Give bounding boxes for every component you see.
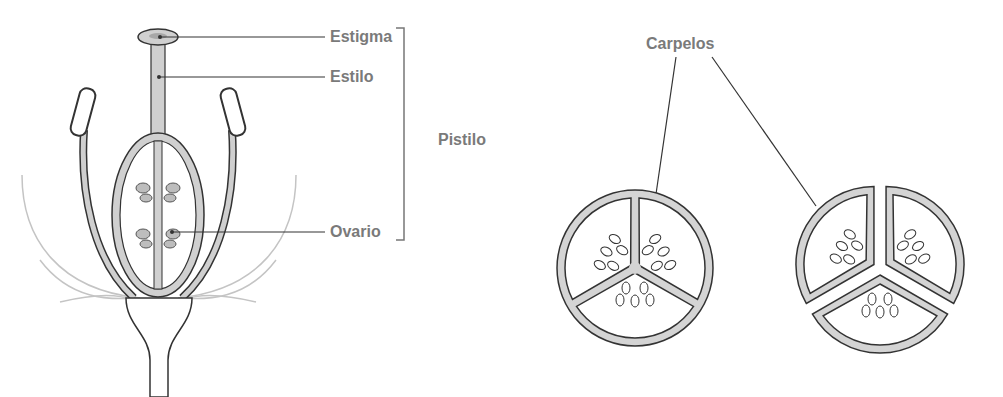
part-label: Carpelos [646, 34, 714, 53]
ovary [112, 133, 204, 297]
stamen-filament [83, 130, 232, 298]
bracket [396, 28, 404, 240]
receptacle [126, 298, 192, 397]
ovary-cross-section [545, 182, 725, 346]
part-label: Pistilo [438, 130, 486, 149]
part-label: Ovario [330, 222, 381, 241]
style [151, 40, 165, 140]
separated-carpels [773, 167, 988, 353]
leader-dot [157, 35, 174, 234]
part-label: Estilo [330, 67, 374, 86]
part-label: Estigma [330, 27, 392, 46]
leader-line [159, 37, 816, 232]
